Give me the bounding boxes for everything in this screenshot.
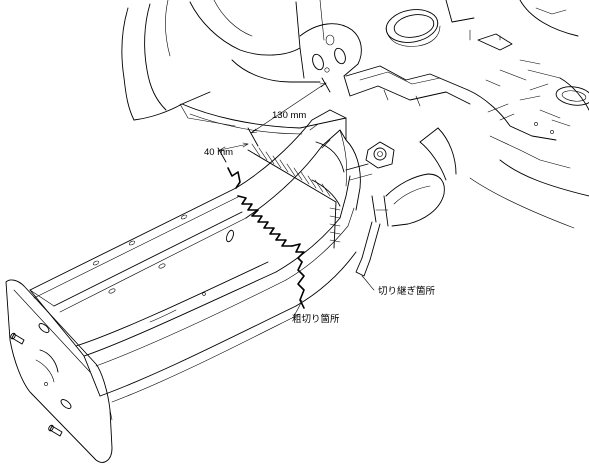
rough-cut-line bbox=[227, 167, 305, 309]
dimension-40mm bbox=[217, 142, 249, 163]
cut-joint-line bbox=[247, 143, 341, 249]
front-end-plate bbox=[5, 279, 113, 463]
rough-cut-label: 粗切り箇所 bbox=[292, 313, 340, 325]
damper-assembly bbox=[345, 127, 457, 277]
rough-cut-leader bbox=[293, 299, 303, 317]
cut-joint-leader bbox=[361, 275, 375, 291]
dimension-130mm-label: 130 mm bbox=[272, 110, 306, 121]
dimension-130mm bbox=[247, 77, 331, 147]
body-structure-background bbox=[121, 0, 589, 229]
dimension-40mm-label: 40 mm bbox=[204, 147, 233, 158]
cut-joint-label: 切り継ぎ箇所 bbox=[378, 285, 436, 297]
front-side-member bbox=[29, 109, 361, 403]
